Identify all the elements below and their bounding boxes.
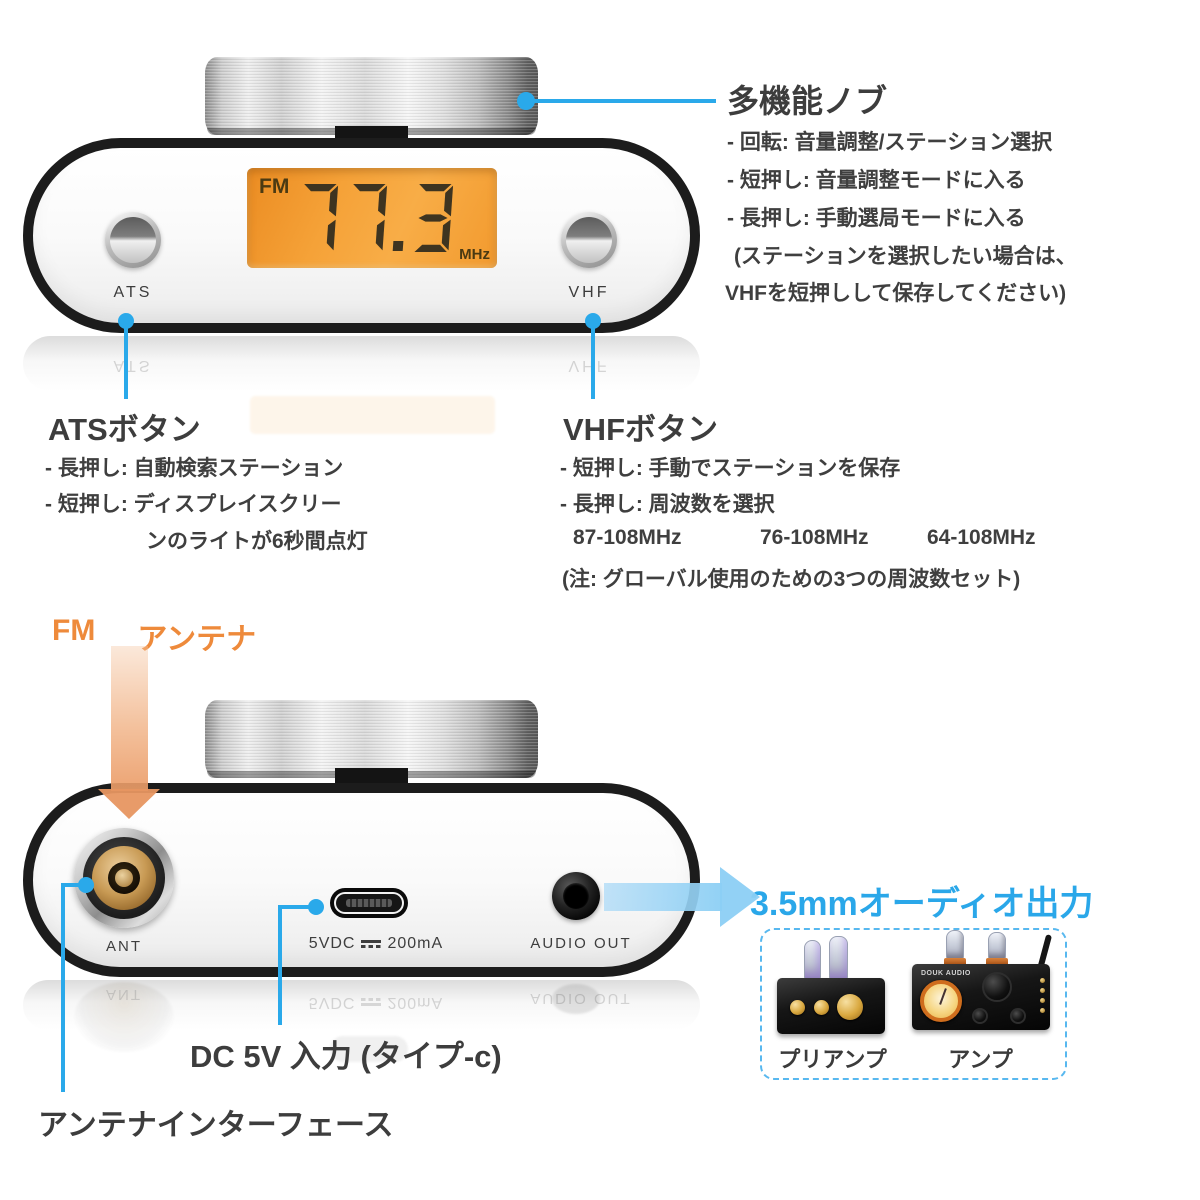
preamp-knob-icon: [790, 1000, 805, 1015]
tuning-knob-rear: [205, 700, 538, 778]
usb-callout-line-h: [278, 905, 312, 909]
vhf-note-line-1: - 短押し: 手動でステーションを保存: [560, 457, 901, 480]
ant-callout-dot: [78, 877, 94, 893]
amp-screw-icon: [1040, 978, 1045, 983]
tuning-knob-front: [205, 57, 538, 135]
audio-note-title: 3.5mmオーディオ出力: [750, 885, 1094, 923]
ats-button-label: ATS: [113, 284, 153, 301]
amp-tube-icon: [988, 932, 1006, 960]
fm-antenna-label-part1: FM: [52, 614, 96, 647]
preamp-knob-icon: [814, 1000, 829, 1015]
power-spec-label: 5VDC 200mA: [306, 935, 446, 953]
knob-callout-line: [526, 99, 716, 103]
knob-note-title: 多機能ノブ: [727, 83, 888, 119]
ant-label-reflection: ANT: [106, 986, 142, 1003]
preamp-tube-icon: [804, 940, 821, 980]
ant-connector-reflection: [74, 982, 174, 1052]
knob-note-line-5: VHFを短押しして保存してください): [725, 282, 1067, 305]
amplifier-dashed-box: [760, 928, 1067, 1080]
amp-knob-icon: [972, 1008, 988, 1024]
dc-symbol-reflection: [361, 998, 382, 1006]
knob-note-line-2: - 短押し: 音量調整モードに入る: [727, 169, 1026, 192]
vhf-callout-line: [591, 321, 595, 399]
power-voltage: 5VDC: [308, 935, 356, 952]
amp-screw-icon: [1040, 1008, 1045, 1013]
lcd-display: FM MHz: [247, 168, 497, 268]
vhf-note-footnote: (注: グローバル使用のための3つの周波数セット): [562, 568, 1021, 591]
dc-input-note: DC 5V 入力 (タイプ-c): [190, 1039, 502, 1074]
power-label-reflection: 5VDC 200mA: [306, 993, 446, 1011]
ant-label: ANT: [106, 938, 142, 955]
audio-out-label: AUDIO OUT: [530, 935, 632, 952]
antenna-connector-pin: [115, 869, 133, 887]
audio-jack: [552, 872, 600, 920]
amp-knob-icon: [1010, 1008, 1026, 1024]
knob-note-line-1: - 回転: 音量調整/ステーション選択: [727, 131, 1053, 154]
vhf-note-line-2: - 長押し: 周波数を選択: [560, 493, 775, 516]
preamp-knob-icon: [837, 994, 863, 1020]
ats-note-title: ATSボタン: [48, 412, 201, 447]
vhf-freq-3: 64-108MHz: [927, 526, 1036, 549]
ats-label-reflection: ATS: [113, 357, 153, 374]
antenna-connector: [74, 828, 174, 928]
vhf-button-label: VHF: [568, 284, 610, 301]
amp-knob-icon: [982, 972, 1012, 1002]
preamp-tube-icon: [829, 936, 848, 980]
usbc-port-tongue: [346, 899, 392, 907]
ant-callout-line-h: [61, 883, 83, 887]
amp-image: DOUK AUDIO: [912, 930, 1060, 1040]
usb-callout-dot: [308, 899, 324, 915]
front-device-reflection: [23, 336, 700, 391]
fm-antenna-arrow-head: [98, 789, 160, 819]
amp-tube-base: [944, 958, 966, 966]
usb-port-reflection: [330, 1036, 408, 1062]
vu-meter-icon: [920, 980, 962, 1022]
usb-callout-line-v: [278, 907, 282, 1025]
power-current: 200mA: [387, 935, 444, 952]
ats-button: [105, 212, 161, 268]
vhf-freq-1: 87-108MHz: [573, 526, 682, 549]
ats-note-line-1: - 長押し: 自動検索ステーション: [45, 457, 344, 480]
dc-symbol-icon: [361, 940, 382, 948]
amp-brand-label: DOUK AUDIO: [921, 970, 971, 977]
audio-out-arrow: [604, 883, 722, 911]
lcd-reflection: [250, 396, 495, 434]
knob-note-line-4: (ステーションを選択したい場合は、: [734, 245, 1077, 268]
ats-callout-line: [124, 321, 128, 399]
power-current-reflection: 200mA: [387, 994, 444, 1011]
mhz-unit-label: MHz: [459, 246, 490, 263]
ant-callout-line-v: [61, 885, 65, 1092]
vhf-button: [561, 212, 617, 268]
power-voltage-reflection: 5VDC: [308, 994, 356, 1011]
audio-out-arrow-head: [720, 867, 760, 927]
fm-antenna-label: FM アンテナ: [52, 614, 256, 658]
preamp-image: [774, 936, 896, 1040]
amp-screw-icon: [1040, 998, 1045, 1003]
ats-note-line-2: - 短押し: ディスプレイスクリー: [45, 493, 342, 516]
jack-reflection: [552, 984, 600, 1014]
amp-tube-icon: [946, 930, 964, 960]
fm-band-label: FM: [259, 175, 290, 198]
vhf-label-reflection: VHF: [568, 357, 610, 374]
preamp-label: プリアンプ: [778, 1047, 887, 1072]
vhf-note-title: VHFボタン: [563, 412, 718, 447]
frequency-display: [295, 184, 457, 252]
amp-label: アンプ: [948, 1047, 1013, 1072]
fm-antenna-label-part2: アンテナ: [137, 623, 257, 656]
ats-note-line-3: ンのライトが6秒間点灯: [146, 530, 368, 553]
amp-tube-base: [986, 958, 1008, 966]
knob-note-line-3: - 長押し: 手動選局モードに入る: [727, 207, 1026, 230]
vhf-freq-2: 76-108MHz: [760, 526, 869, 549]
fm-antenna-arrow: [111, 646, 148, 791]
antenna-interface-note: アンテナインターフェース: [38, 1109, 394, 1142]
amp-screw-icon: [1040, 988, 1045, 993]
